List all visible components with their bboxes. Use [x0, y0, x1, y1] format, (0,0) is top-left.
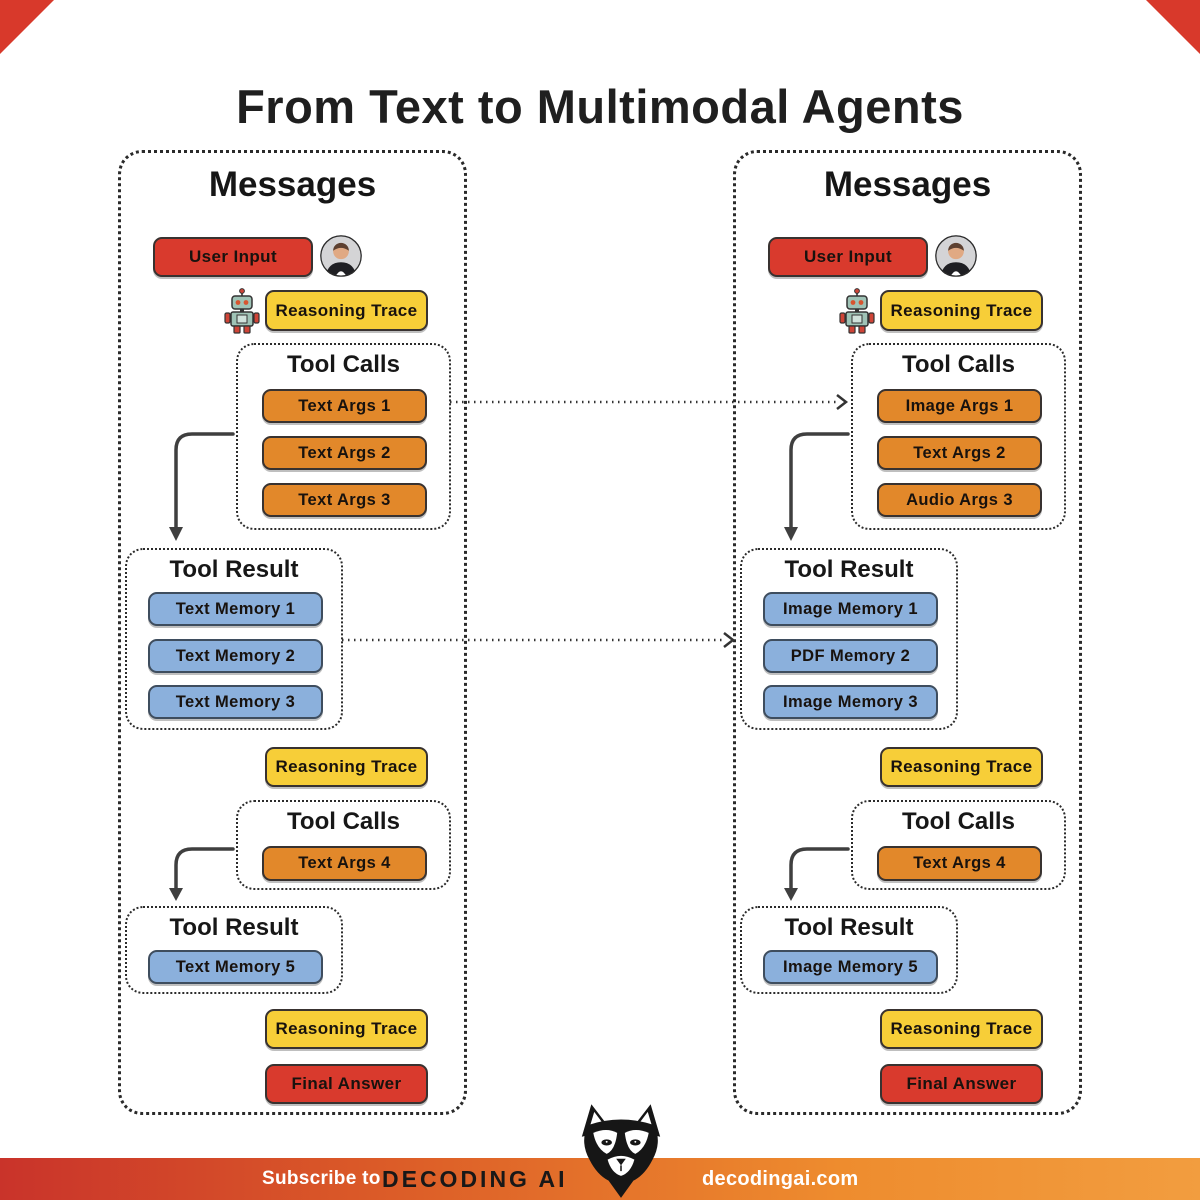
user-input-node: User Input [153, 237, 313, 277]
tool-calls-title: Tool Calls [287, 808, 400, 835]
tool-result-memory: PDF Memory 2 [763, 639, 938, 673]
reasoning-trace-node: Reasoning Trace [265, 747, 428, 787]
tool-result-memory: Text Memory 1 [148, 592, 323, 626]
panel-heading: Messages [823, 165, 992, 204]
reasoning-trace-node: Reasoning Trace [265, 1009, 428, 1049]
tool-result-memory: Image Memory 3 [763, 685, 938, 719]
cat-logo [581, 1104, 661, 1198]
robot-icon [224, 288, 260, 334]
tool-calls-group-2: Tool Calls Text Args 4 [851, 800, 1066, 890]
tool-calls-title: Tool Calls [902, 808, 1015, 835]
tool-result-memory: Image Memory 1 [763, 592, 938, 626]
corner-accent-right [1146, 0, 1200, 54]
tool-calls-title: Tool Calls [287, 351, 400, 378]
messages-panel-text: Messages User Input [118, 150, 467, 1115]
reasoning-trace-node: Reasoning Trace [880, 290, 1043, 331]
tool-result-title: Tool Result [169, 556, 299, 583]
tool-call-arg: Text Args 1 [262, 389, 427, 423]
tool-result-memory: Text Memory 3 [148, 685, 323, 719]
tool-call-arg: Image Args 1 [877, 389, 1042, 423]
tool-result-title: Tool Result [784, 556, 914, 583]
tool-call-arg: Text Args 4 [262, 846, 427, 881]
robot-icon [839, 288, 875, 334]
tool-result-group-1: Tool Result Image Memory 1 PDF Memory 2 … [740, 548, 958, 730]
user-input-node: User Input [768, 237, 928, 277]
tool-result-group-2: Tool Result Text Memory 5 [125, 906, 343, 994]
website-url: decodingai.com [702, 1167, 859, 1190]
tool-calls-group-2: Tool Calls Text Args 4 [236, 800, 451, 890]
messages-panel-multimodal: Messages User Input [733, 150, 1082, 1115]
corner-accent-left [0, 0, 54, 54]
panel-heading: Messages [208, 165, 377, 204]
brand-logo-text: DECODING AI [382, 1165, 568, 1192]
tool-result-group-1: Tool Result Text Memory 1 Text Memory 2 … [125, 548, 343, 730]
tool-result-memory: Text Memory 2 [148, 639, 323, 673]
tool-result-memory: Image Memory 5 [763, 950, 938, 984]
tool-result-group-2: Tool Result Image Memory 5 [740, 906, 958, 994]
tool-call-arg: Text Args 2 [262, 436, 427, 470]
tool-calls-group-1: Tool Calls Text Args 1 Text Args 2 Text … [236, 343, 451, 530]
tool-call-arg: Audio Args 3 [877, 483, 1042, 517]
reasoning-trace-node: Reasoning Trace [880, 1009, 1043, 1049]
subscribe-label: Subscribe to [262, 1168, 381, 1189]
tool-call-arg: Text Args 3 [262, 483, 427, 517]
reasoning-trace-node: Reasoning Trace [880, 747, 1043, 787]
page-title: From Text to Multimodal Agents [236, 80, 964, 134]
final-answer-node: Final Answer [265, 1064, 428, 1104]
user-avatar-icon [935, 235, 977, 277]
tool-call-arg: Text Args 4 [877, 846, 1042, 881]
reasoning-trace-node: Reasoning Trace [265, 290, 428, 331]
user-avatar-icon [320, 235, 362, 277]
tool-result-memory: Text Memory 5 [148, 950, 323, 984]
tool-call-arg: Text Args 2 [877, 436, 1042, 470]
tool-result-title: Tool Result [169, 914, 299, 941]
tool-calls-group-1: Tool Calls Image Args 1 Text Args 2 Audi… [851, 343, 1066, 530]
tool-result-title: Tool Result [784, 914, 914, 941]
final-answer-node: Final Answer [880, 1064, 1043, 1104]
tool-calls-title: Tool Calls [902, 351, 1015, 378]
